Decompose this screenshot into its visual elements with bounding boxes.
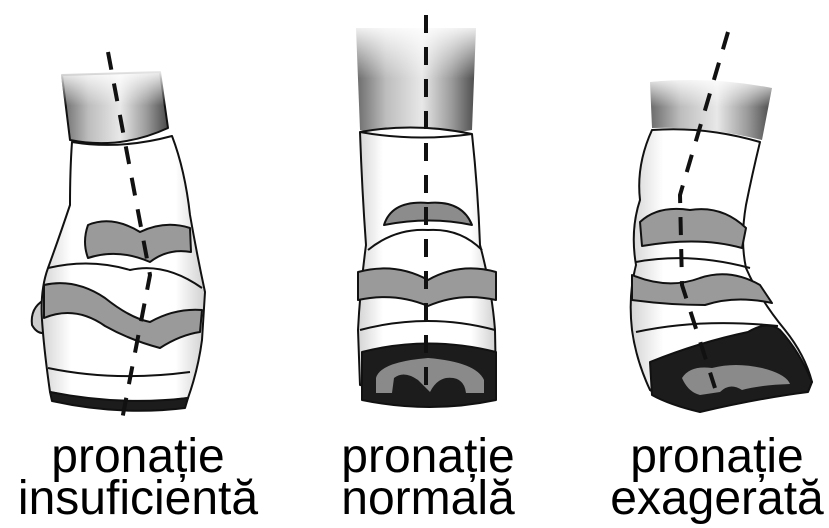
- leg-fade: [354, 22, 478, 135]
- label-line-2: exagerată: [605, 478, 829, 520]
- label-line-2: insuficientă: [8, 478, 268, 520]
- figure-exaggerated-pronation: [631, 32, 812, 412]
- figure-normal-pronation: [354, 15, 496, 407]
- label-normal-pronation: pronație normală: [308, 436, 548, 520]
- leg-fade: [60, 68, 168, 143]
- figure-insufficient-pronation: [32, 52, 205, 420]
- pronation-illustration: [0, 0, 829, 432]
- label-insufficient-pronation: pronație insuficientă: [8, 436, 268, 520]
- label-exaggerated-pronation: pronație exagerată: [605, 436, 829, 520]
- label-line-2: normală: [308, 478, 548, 520]
